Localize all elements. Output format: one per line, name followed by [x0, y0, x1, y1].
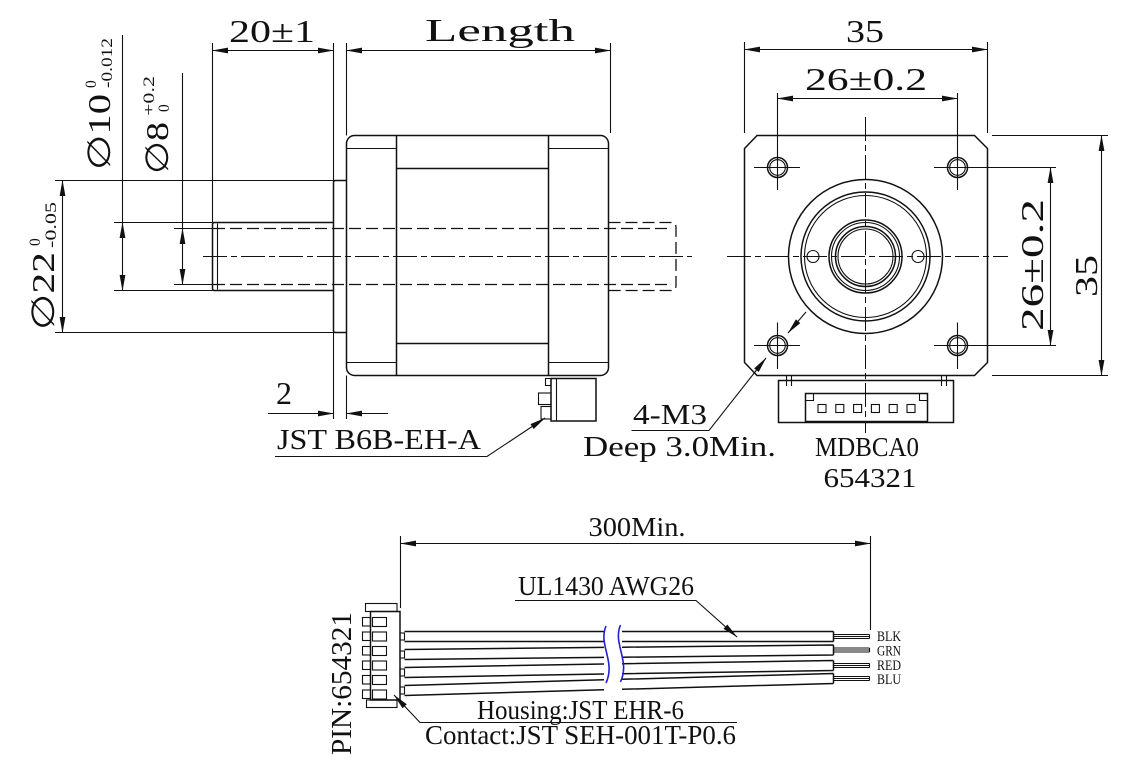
cable-connector	[361, 602, 406, 709]
wire-spec-label: UL1430 AWG26	[518, 571, 694, 601]
side-connector-leader	[275, 417, 546, 458]
wire-label-blu: BLU	[877, 672, 901, 688]
dim-text-26-top: 26±0.2	[805, 61, 927, 97]
mounting-note-leader	[631, 357, 767, 432]
side-connector	[537, 377, 597, 422]
wire-label-red: RED	[877, 658, 901, 674]
cable-assembly: PIN:654321	[327, 512, 901, 755]
dim-text-35-right: 35	[1068, 255, 1104, 297]
break-mark-1	[603, 625, 610, 684]
mounting-note-leader2	[787, 311, 807, 334]
front-view: 35 26±0.2 26±0.2 35 4-M3 Deep 3.0Min. MD…	[583, 13, 1108, 493]
dim-text-2: 2	[276, 375, 292, 411]
dim-text-d10-toltop: 0	[83, 80, 100, 88]
motor-stack-lines	[396, 167, 549, 345]
dim-text-d22: ∅22	[25, 252, 61, 330]
dim-text-26-right: 26±0.2	[1014, 199, 1050, 331]
wire-label-grn: GRN	[877, 644, 901, 660]
wires	[404, 630, 835, 697]
dim-text-d8-tolbot: 0	[156, 104, 173, 112]
dim-text-d22-toltop: 0	[27, 238, 44, 246]
dim-text-300: 300Min.	[589, 512, 686, 542]
dim-text-20: 20±1	[229, 13, 315, 49]
side-extension-lines	[55, 43, 612, 419]
dim-text-d8-toltop: +0.2	[141, 76, 158, 116]
dim-text-d8: ∅8	[139, 122, 175, 174]
mounting-holes	[754, 93, 1056, 369]
side-view: 20±1 Length 2 ∅10 0 -0.012 ∅8 +0.2 0 ∅22…	[25, 12, 692, 458]
pin-numbers: 654321	[824, 463, 917, 493]
housing-note: Housing:JST EHR-6	[477, 695, 684, 725]
mounting-note-line1: 4-M3	[633, 400, 707, 431]
front-extension-lines	[743, 42, 1108, 377]
cable-pin-label: PIN:654321	[327, 612, 358, 755]
front-face-outline	[743, 134, 989, 377]
connector-marking: MDBCA0	[815, 432, 919, 462]
contact-note: Contact:JST SEH-001T-P0.6	[425, 720, 736, 750]
cable-dim-ext	[399, 536, 872, 630]
dim-text-35-top: 35	[846, 13, 884, 49]
motor-body-outline	[345, 134, 610, 377]
stripped-wire-ends	[833, 633, 871, 682]
front-connector	[777, 376, 955, 424]
dim-text-d10: ∅10	[81, 94, 117, 170]
dim-text-length: Length	[425, 12, 575, 48]
motor-cap-chamfer-lines	[346, 147, 609, 364]
bore-hidden-lines	[213, 227, 668, 286]
mounting-note-line2: Deep 3.0Min.	[583, 432, 776, 463]
wire-label-blk: BLK	[877, 629, 901, 645]
housing-leader	[393, 694, 737, 724]
dim-text-d10-tolbot: -0.012	[99, 38, 116, 88]
side-connector-label: JST B6B-EH-A	[277, 425, 482, 456]
motor-cap-boundaries	[395, 135, 550, 376]
wire-spec-leader	[515, 599, 738, 638]
break-mark-2	[617, 624, 625, 683]
dim-text-d22-tolbot: -0.05	[43, 202, 60, 248]
